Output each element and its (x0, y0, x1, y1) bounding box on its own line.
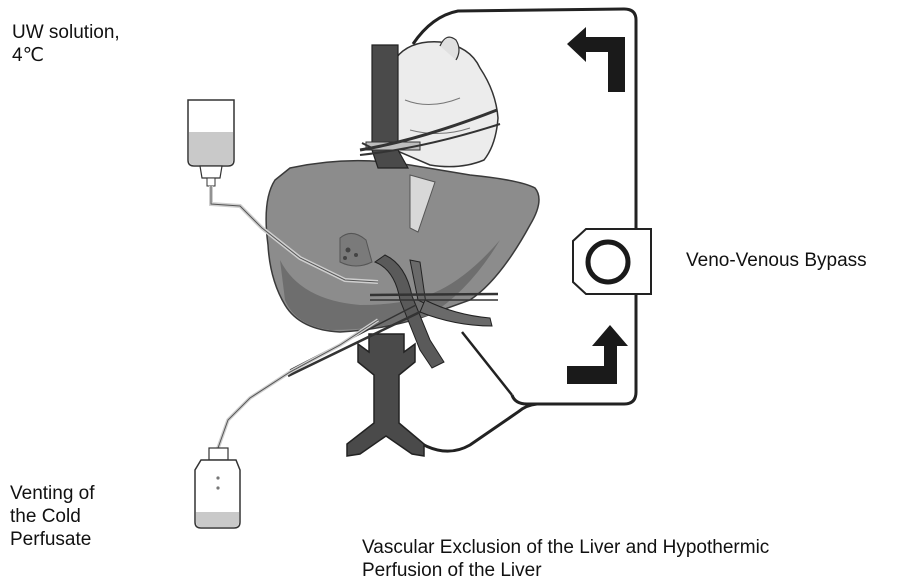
veno-venous-bypass-label: Veno-Venous Bypass (686, 249, 867, 272)
arrow-up-right-icon (567, 325, 628, 384)
arrow-up-left-icon (567, 27, 625, 92)
bypass-pump (573, 229, 651, 294)
venting-bottle (195, 448, 240, 528)
uw-solution-bag (188, 100, 234, 186)
venting-label: Venting of the Cold Perfusate (10, 482, 95, 551)
uw-solution-label: UW solution, 4℃ (12, 21, 120, 67)
diagram-caption: Vascular Exclusion of the Liver and Hypo… (362, 536, 769, 582)
inferior-vena-cava (347, 334, 424, 456)
venting-tube (218, 320, 378, 448)
